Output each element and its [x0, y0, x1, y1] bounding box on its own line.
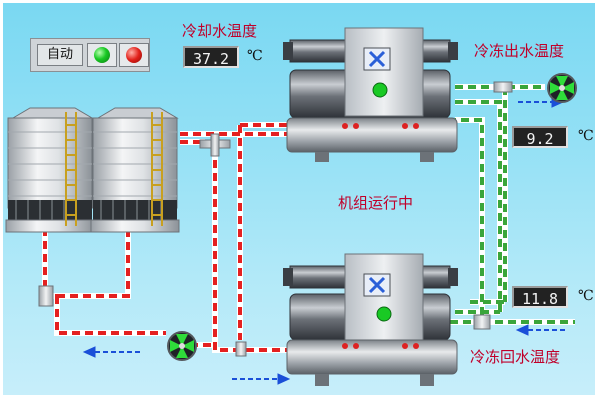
stop-lamp-icon: [126, 47, 142, 63]
cooling-water-temp-label: 冷却水温度: [182, 22, 258, 40]
start-button[interactable]: [87, 43, 117, 67]
tower-ladder: [151, 112, 163, 226]
chilled-return-temp-label: 冷冻回水温度: [470, 348, 561, 366]
mode-control-panel: 自动: [30, 38, 150, 72]
chilled-water-pipes: [450, 84, 575, 325]
cooling-water-temp-readout: 37.2: [183, 46, 239, 68]
cooling-tower-left: [5, 107, 95, 233]
chilled-water-pump: [547, 73, 577, 103]
chilled-return-temp-readout: 11.8: [512, 286, 568, 308]
flow-arrow-bottom-right: [232, 373, 291, 385]
cooling-water-pump: [167, 331, 197, 361]
start-lamp-icon: [94, 47, 110, 63]
cooling-tower-right: [90, 107, 180, 233]
stop-button[interactable]: [119, 43, 149, 67]
chilled-supply-temp-readout: 9.2: [512, 126, 568, 148]
tower-ladder: [65, 112, 77, 226]
chilled-supply-temp-label: 冷冻出水温度: [474, 42, 565, 60]
unit-status-label: 机组运行中: [338, 194, 414, 212]
auto-mode-label: 自动: [37, 44, 83, 66]
pipe-tees: [38, 81, 513, 357]
chiller-unit-1: [283, 27, 458, 162]
chilled-return-temp-unit: ℃: [578, 288, 594, 304]
chiller-unit-2: [283, 253, 458, 386]
flow-arrow-return-left-right-side: [515, 324, 568, 336]
flow-arrow-return-left: [82, 346, 140, 358]
chilled-supply-temp-unit: ℃: [578, 128, 594, 144]
cooling-water-temp-unit: ℃: [247, 48, 263, 64]
